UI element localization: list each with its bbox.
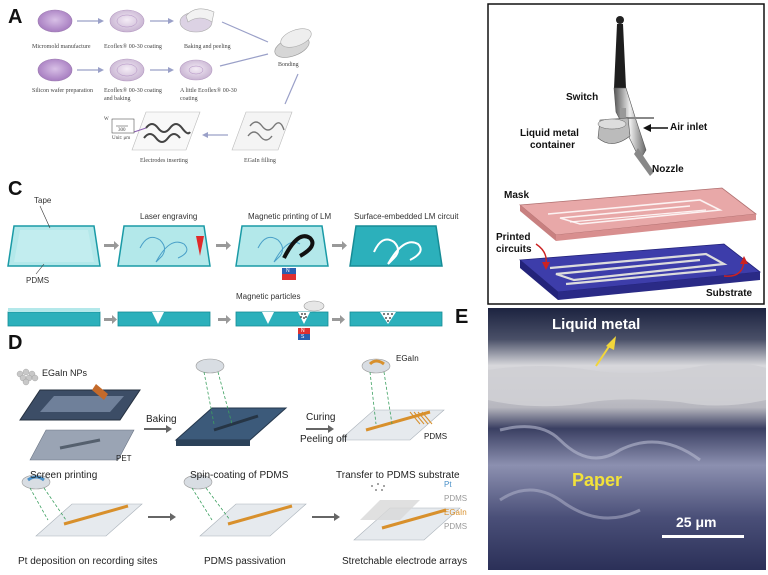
step-little-label-1: A little Ecoflex® 00-30	[180, 88, 237, 94]
step-baking-peeling-label: Baking and peeling	[184, 44, 231, 50]
laser-engraving-label: Laser engraving	[140, 212, 198, 221]
step-egain-filling-label: EGaIn filling	[244, 158, 276, 164]
panel-letter-e: E	[455, 306, 469, 328]
panel-letter-a: A	[8, 6, 23, 28]
pet-label: PET	[116, 454, 132, 463]
egain-nps-label: EGaIn NPs	[42, 368, 88, 378]
legend-egain-label: EGaIn	[444, 508, 467, 517]
screen-printing-label: Screen printing	[30, 470, 98, 481]
step-coating2-label-1: Ecoflex® 00-30 coating	[104, 88, 162, 94]
panel-letter-c: C	[8, 178, 23, 200]
step-bonding-label: Bonding	[278, 62, 299, 68]
spin-coating-label: Spin-coating of PDMS	[190, 470, 289, 481]
switch-label: Switch	[566, 92, 599, 103]
legend-pt-label: Pt	[444, 480, 452, 489]
surface-embedded-label: Surface-embedded LM circuit	[354, 212, 459, 221]
pdms-label-d: PDMS	[424, 432, 448, 441]
tape-label: Tape	[34, 196, 52, 205]
magnet-top-n-label: N	[286, 268, 290, 274]
container-label-2: container	[530, 140, 576, 151]
step-coating1-label: Ecoflex® 00-30 coating	[104, 44, 162, 50]
step-little-label-2: coating	[180, 96, 198, 102]
magnetic-printing-label: Magnetic printing of LM	[248, 212, 332, 221]
panel-letter-d: D	[8, 332, 23, 354]
transfer-label: Transfer to PDMS substrate	[336, 470, 460, 481]
printed-circuits-label-2: circuits	[496, 244, 532, 255]
scale-w-label: W	[104, 117, 109, 122]
scale-bar-label: 25 μm	[676, 514, 717, 530]
printed-circuits-label-1: Printed	[496, 232, 531, 243]
step-micromold-label: Micromold manufacture	[32, 44, 91, 50]
step-electrodes-label: Electrodes inserting	[140, 158, 188, 164]
paper-label: Paper	[572, 470, 623, 490]
egain-label: EGaIn	[396, 354, 419, 363]
pdms-passivation-label: PDMS passivation	[204, 556, 286, 567]
legend-pdms-1-label: PDMS	[444, 494, 468, 503]
step-coating2-label-2: and baking	[104, 96, 131, 102]
substrate-label: Substrate	[706, 288, 753, 299]
magnetic-particles-label: Magnetic particles	[236, 292, 301, 301]
stretchable-arrays-label: Stretchable electrode arrays	[342, 556, 468, 567]
curing-label: Curing	[306, 412, 336, 423]
mask-label: Mask	[504, 190, 530, 201]
step-silicon-label: Silicon wafer preparation	[32, 88, 93, 94]
nozzle-label: Nozzle	[652, 164, 684, 175]
scale-unit-label: Unit: μm	[112, 136, 131, 141]
peeling-off-label: Peeling off	[300, 434, 348, 445]
baking-label: Baking	[146, 414, 177, 425]
scale-value-label: 300	[118, 128, 126, 133]
magnet-bottom-n-label: N	[301, 328, 305, 334]
legend-pdms-2-label: PDMS	[444, 522, 468, 531]
pt-deposition-label: Pt deposition on recording sites	[18, 556, 158, 567]
container-label-1: Liquid metal	[520, 128, 579, 139]
liquid-metal-label: Liquid metal	[552, 316, 641, 333]
pdms-label-c: PDMS	[26, 276, 50, 285]
air-inlet-label: Air inlet	[670, 122, 708, 133]
magnet-bottom-s-label: S	[301, 334, 305, 340]
